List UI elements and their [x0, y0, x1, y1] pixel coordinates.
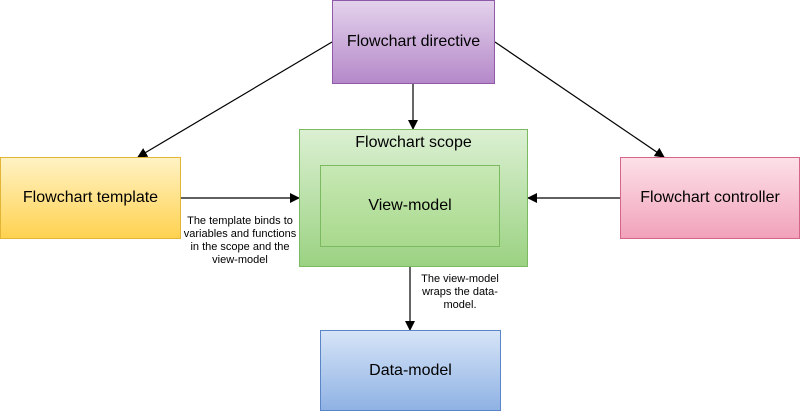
- flowchart-controller-node: Flowchart controller: [620, 157, 800, 239]
- flowchart-template-label: Flowchart template: [22, 189, 159, 206]
- edge-directive-to-template: [137, 41, 333, 158]
- flowchart-directive-label: Flowchart directive: [346, 33, 481, 50]
- flowchart-directive-node: Flowchart directive: [332, 0, 495, 84]
- viewmodel-wraps-note: The view-model wraps the data-model.: [421, 273, 499, 311]
- flowchart-scope-label: Flowchart scope: [355, 134, 472, 151]
- template-binds-note: The template binds to variables and func…: [183, 215, 297, 266]
- view-model-node: View-model: [320, 165, 500, 247]
- data-model-label: Data-model: [369, 361, 452, 379]
- view-model-label: View-model: [368, 197, 452, 214]
- data-model-node: Data-model: [320, 330, 501, 411]
- edge-directive-to-controller: [494, 41, 665, 158]
- flowchart-controller-label: Flowchart controller: [640, 189, 780, 206]
- flowchart-template-node: Flowchart template: [0, 157, 181, 239]
